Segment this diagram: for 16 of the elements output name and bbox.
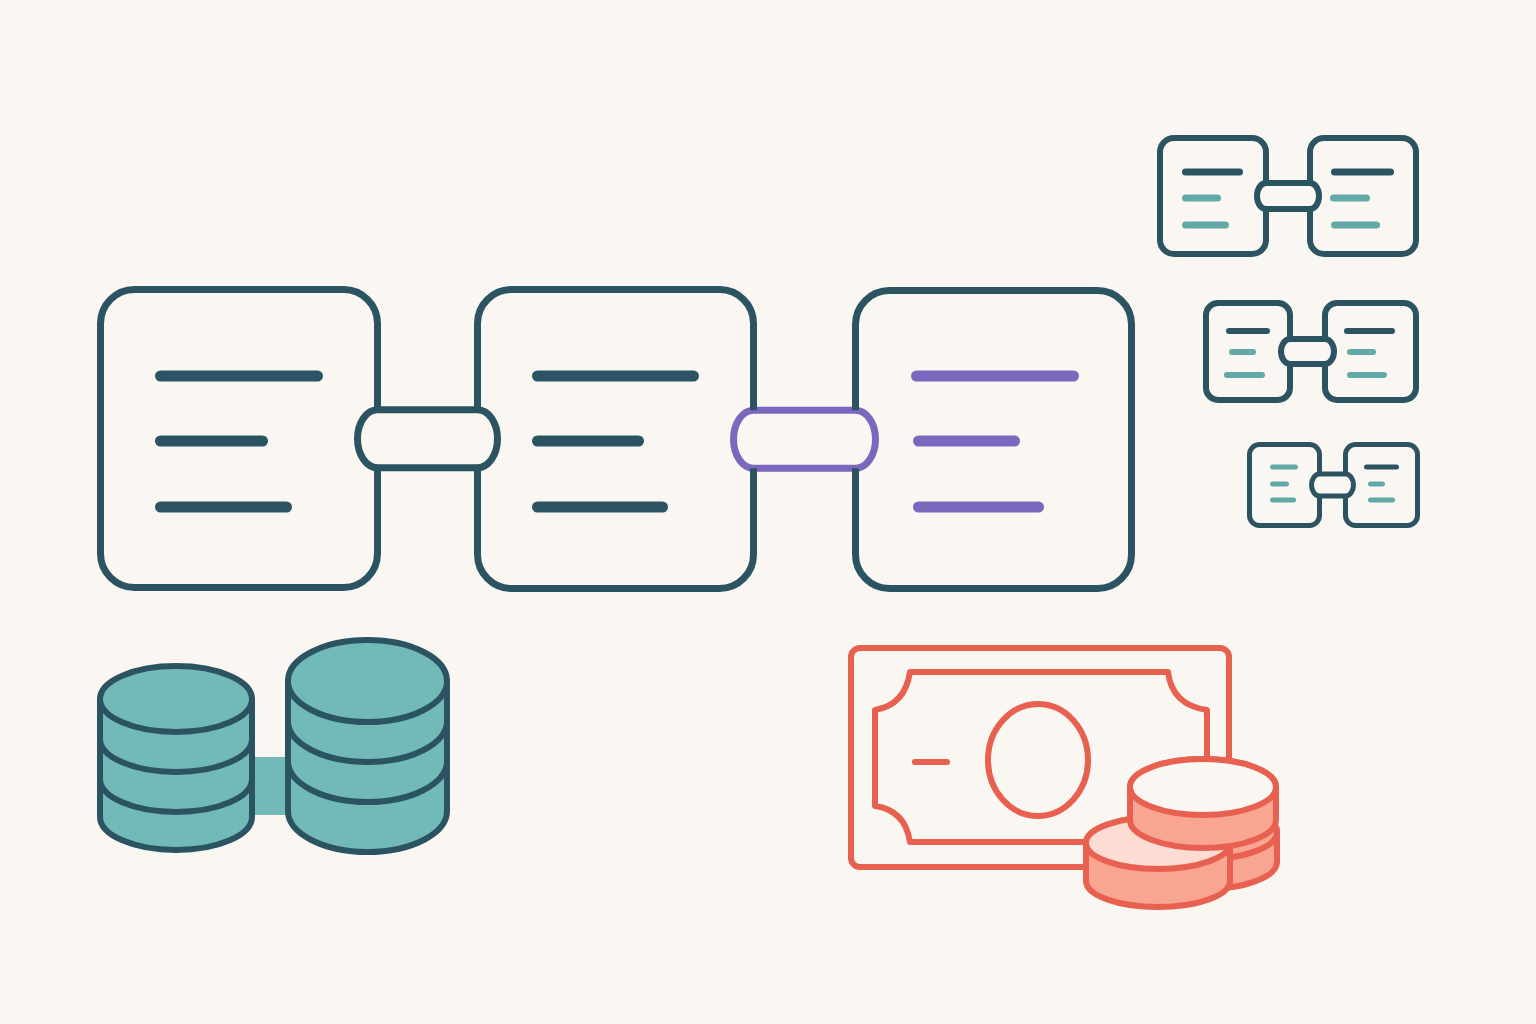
chain-link <box>1254 180 1322 212</box>
block-card <box>1247 442 1322 528</box>
block-card <box>1203 300 1293 403</box>
block-card <box>852 287 1135 592</box>
chain-link <box>730 406 879 472</box>
block-card <box>1322 300 1419 403</box>
database-cylinder <box>97 663 255 853</box>
chain-link <box>354 406 501 472</box>
chain-link <box>1309 471 1356 499</box>
block-card <box>1307 135 1419 257</box>
database-cylinder <box>285 637 450 855</box>
block-card <box>97 286 381 591</box>
chain-link <box>1278 336 1337 367</box>
block-card <box>1157 135 1269 257</box>
block-card <box>1343 442 1420 528</box>
block-card <box>474 286 757 592</box>
